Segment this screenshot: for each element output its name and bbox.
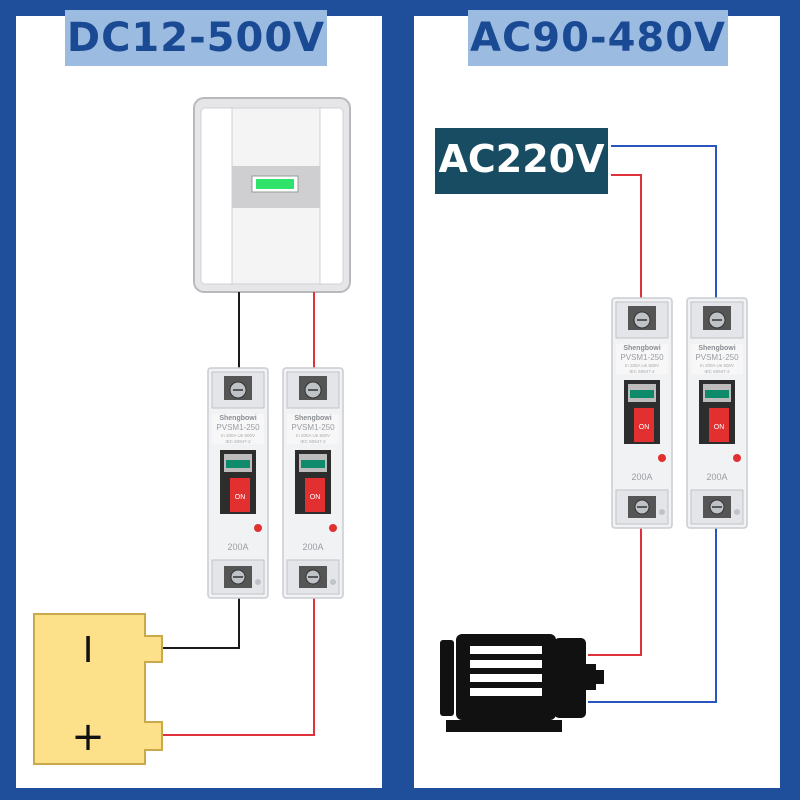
svg-text:IEC 60947-2: IEC 60947-2 — [629, 369, 655, 374]
svg-text:Shengbowi: Shengbowi — [698, 345, 735, 352]
breaker-icon: Shengbowi PVSM1-250 In 200A Ue 500V IEC … — [207, 367, 269, 599]
svg-text:PVSM1-250: PVSM1-250 — [291, 423, 335, 432]
motor-icon — [440, 634, 604, 732]
svg-text:200A: 200A — [706, 472, 727, 482]
svg-text:200A: 200A — [631, 472, 652, 482]
breaker-icon: Shengbowi PVSM1-250 In 200A Ue 500V IEC … — [282, 367, 344, 599]
svg-text:200A: 200A — [227, 542, 248, 552]
ac-voltage-title: AC90-480V — [468, 10, 728, 66]
battery-negative-symbol: I — [83, 630, 94, 671]
dc-voltage-title: DC12-500V — [65, 10, 327, 66]
svg-text:In 200A Ue 500V: In 200A Ue 500V — [700, 363, 734, 368]
ac-source-label: AC220V — [432, 125, 611, 197]
svg-text:In 200A Ue 500V: In 200A Ue 500V — [296, 433, 330, 438]
wire-red-motor — [588, 520, 642, 656]
inverter-icon — [193, 97, 351, 293]
svg-text:Shengbowi: Shengbowi — [623, 345, 660, 352]
svg-text:IEC 60947-2: IEC 60947-2 — [704, 369, 730, 374]
svg-text:PVSM1-250: PVSM1-250 — [620, 353, 664, 362]
battery-icon: I + — [33, 613, 163, 765]
svg-text:ON: ON — [235, 494, 246, 501]
wire-blue-source — [607, 145, 717, 310]
svg-text:In 200A Ue 500V: In 200A Ue 500V — [625, 363, 659, 368]
svg-text:PVSM1-250: PVSM1-250 — [695, 353, 739, 362]
battery-positive-symbol: + — [71, 714, 105, 760]
breaker-icon: Shengbowi PVSM1-250 In 200A Ue 500V IEC … — [611, 297, 673, 529]
wire-blue-motor — [588, 520, 717, 703]
svg-text:Shengbowi: Shengbowi — [219, 415, 256, 422]
svg-text:PVSM1-250: PVSM1-250 — [216, 423, 260, 432]
wire-red-source — [607, 174, 642, 310]
svg-text:Shengbowi: Shengbowi — [294, 415, 331, 422]
wire-red-bottom — [162, 590, 315, 736]
ac-source-text: AC220V — [435, 128, 608, 194]
svg-text:200A: 200A — [302, 542, 323, 552]
wire-black-bottom — [162, 590, 240, 649]
svg-text:In 200A Ue 500V: In 200A Ue 500V — [221, 433, 255, 438]
svg-text:IEC 60947-2: IEC 60947-2 — [225, 439, 251, 444]
svg-text:IEC 60947-2: IEC 60947-2 — [300, 439, 326, 444]
breaker-icon: Shengbowi PVSM1-250 In 200A Ue 500V IEC … — [686, 297, 748, 529]
svg-text:ON: ON — [639, 424, 650, 431]
svg-text:ON: ON — [310, 494, 321, 501]
svg-text:ON: ON — [714, 424, 725, 431]
